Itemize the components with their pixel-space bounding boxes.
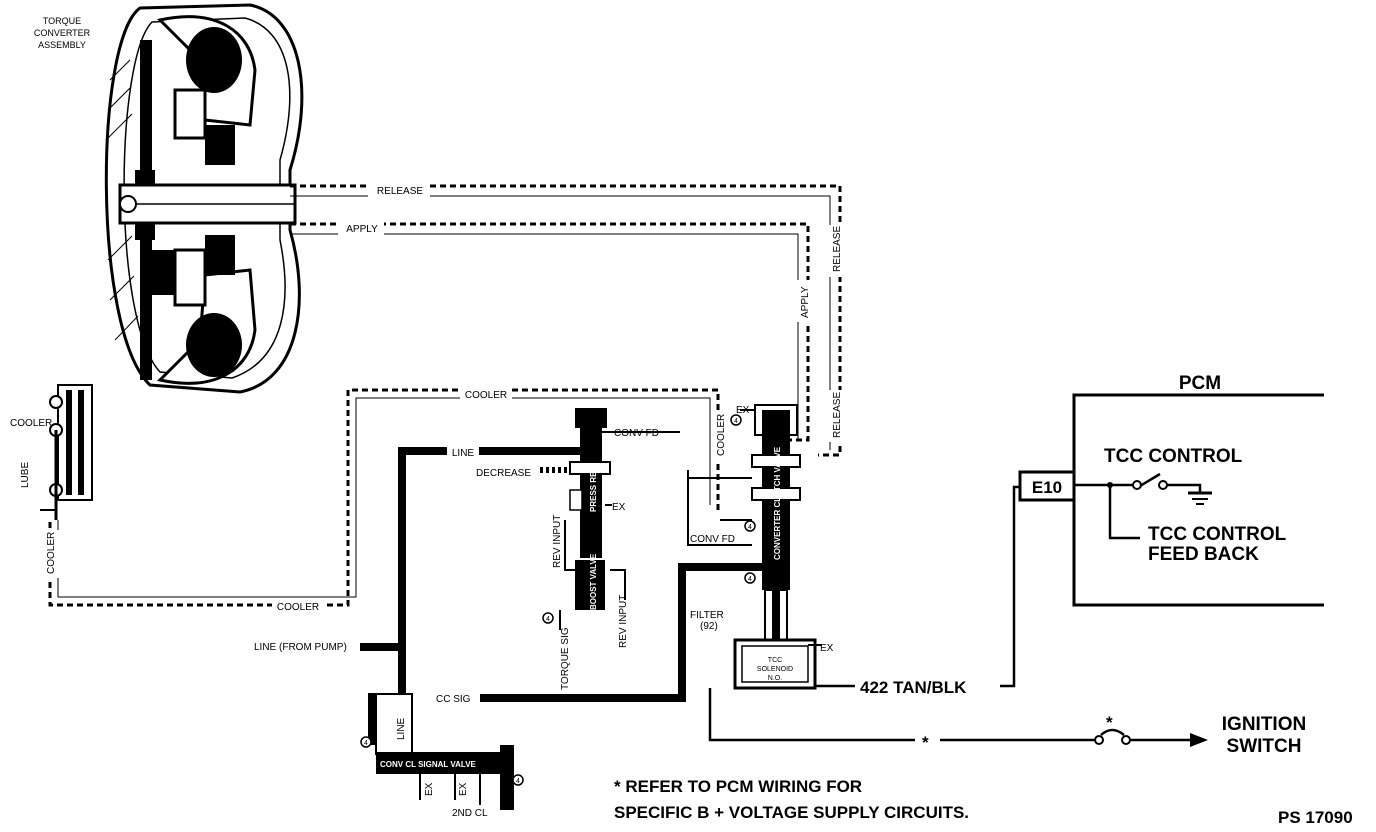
conv-fd-1-label: CONV FD <box>614 428 659 439</box>
marker-6: 4 <box>516 778 520 785</box>
rev-input-1-label: REV INPUT <box>552 515 563 568</box>
ignition-label-2: SWITCH <box>1227 736 1302 757</box>
torque-label-2: CONVERTER <box>34 28 91 38</box>
cooler-left-label: COOLER <box>46 532 57 574</box>
apply-top-label: APPLY <box>346 224 378 235</box>
cooler-bottom-label: COOLER <box>277 602 319 613</box>
torque-label-1: TORQUE <box>43 16 81 26</box>
release-right-lower-label: RELEASE <box>832 392 843 438</box>
tcc-feedback-label-2: FEED BACK <box>1148 544 1259 565</box>
marker-2: 4 <box>748 524 752 531</box>
torque-converter-label: TORQUE CONVERTER ASSEMBLY <box>34 16 91 50</box>
marker-3: 4 <box>748 576 752 583</box>
line-label: LINE <box>452 448 475 459</box>
solenoid-wiring <box>708 485 1208 747</box>
ex-solenoid-label: EX <box>820 643 834 654</box>
pcm-label: PCM <box>1179 373 1221 394</box>
ex-mid-label: EX <box>612 502 626 513</box>
conv-cl-signal-valve-label: CONV CL SIGNAL VALVE <box>380 760 477 769</box>
star-fuse: * <box>1106 713 1113 732</box>
line-pressure-circuit <box>360 447 768 745</box>
press-reg-label: PRESS REG <box>589 465 598 512</box>
cooler-unit-label: COOLER <box>10 418 52 429</box>
pressure-regulator-valve <box>540 408 680 630</box>
line-from-pump-label: LINE (FROM PUMP) <box>254 642 347 653</box>
release-apply-passages <box>290 184 842 457</box>
circled-markers <box>360 414 756 786</box>
marker-4: 4 <box>546 616 550 623</box>
e10-label: E10 <box>1032 478 1062 497</box>
cooler-unit <box>40 384 93 520</box>
torque-sig-label: TORQUE SIG <box>560 627 571 690</box>
tcc-solenoid-label-1: TCC <box>768 657 782 664</box>
marker-5: 4 <box>364 740 368 747</box>
release-top-label: RELEASE <box>377 186 423 197</box>
conv-fd-2-label: CONV FD <box>690 534 735 545</box>
torque-label-3: ASSEMBLY <box>38 40 86 50</box>
release-right-label: RELEASE <box>832 226 843 272</box>
boost-valve-label: BOOST VALVE <box>589 553 598 610</box>
converter-clutch-valve <box>687 404 801 641</box>
marker-1: 4 <box>734 418 738 425</box>
conv-cl-signal-valve <box>375 693 514 810</box>
converter-clutch-valve-label: CONVERTER CLUTCH VALVE <box>773 446 782 560</box>
ps-number: PS 17090 <box>1278 808 1353 827</box>
tcc-solenoid-label-2: SOLENOID <box>757 666 793 673</box>
ex-top-label: EX <box>736 405 750 416</box>
star-mid: * <box>922 733 929 752</box>
ignition-label-1: IGNITION <box>1222 714 1306 735</box>
tcc-solenoid-label-3: N.O. <box>768 675 782 682</box>
decrease-label: DECREASE <box>476 468 531 479</box>
second-cl-label: 2ND CL <box>452 808 488 819</box>
ex-bottom-2-label: EX <box>458 782 469 796</box>
note-line-2: SPECIFIC B + VOLTAGE SUPPLY CIRCUITS. <box>614 803 969 822</box>
tcc-control-label: TCC CONTROL <box>1104 446 1243 467</box>
cooler-circuit <box>48 388 720 607</box>
cc-sig-label: CC SIG <box>436 694 471 705</box>
torque-converter-assembly <box>104 3 304 394</box>
lube-label: LUBE <box>20 462 31 488</box>
note-line-1: * REFER TO PCM WIRING FOR <box>614 777 862 796</box>
pcm-box <box>1018 393 1324 607</box>
wire-422-label: 422 TAN/BLK <box>860 678 967 697</box>
line-vertical-label: LINE <box>396 717 407 740</box>
filter-label: FILTER <box>690 610 724 621</box>
ex-bottom-1-label: EX <box>424 782 435 796</box>
cooler-top-label: COOLER <box>465 390 507 401</box>
tcc-feedback-label-1: TCC CONTROL <box>1148 524 1287 545</box>
apply-right-label: APPLY <box>800 286 811 318</box>
cooler-mid-label: COOLER <box>716 414 727 456</box>
tcc-solenoid <box>733 638 822 690</box>
filter-number: (92) <box>700 621 718 632</box>
rev-input-2-label: REV INPUT <box>618 595 629 648</box>
